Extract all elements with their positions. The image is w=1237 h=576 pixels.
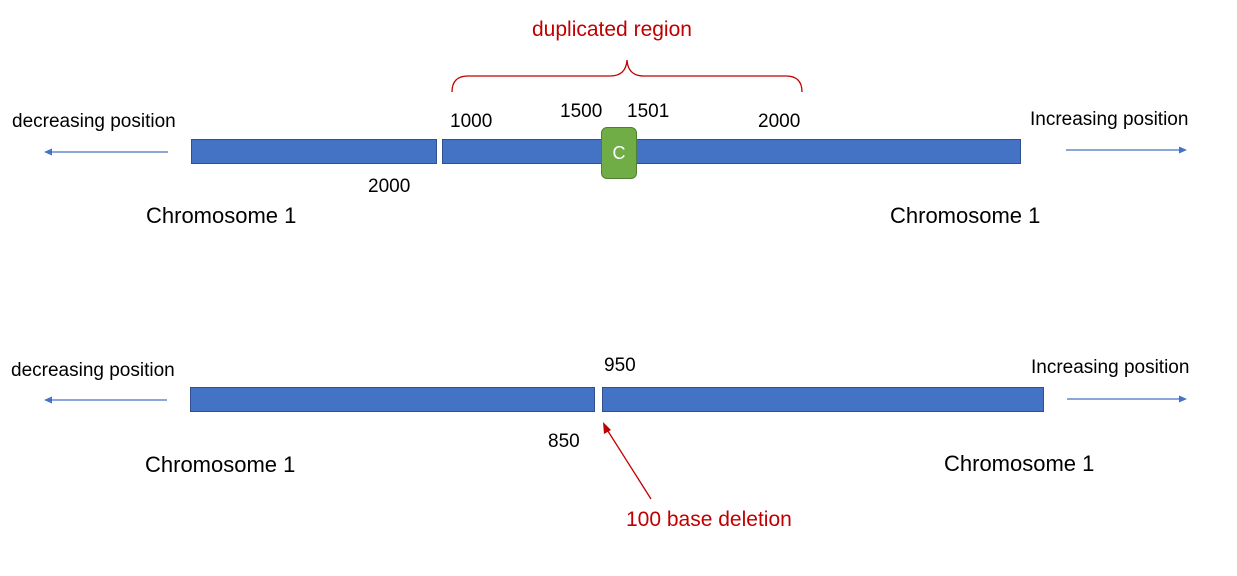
position-2000-top-label: 2000 bbox=[758, 111, 801, 132]
bottom-right-chromosome-label: Chromosome 1 bbox=[944, 451, 1095, 476]
junction-2000-label: 2000 bbox=[368, 176, 411, 197]
top-right-direction-label: Increasing position bbox=[1030, 109, 1189, 130]
duplicated-region-brace bbox=[451, 59, 803, 93]
bottom-left-chromosome-bar bbox=[190, 387, 595, 412]
top-left-direction-label: decreasing position bbox=[12, 111, 176, 132]
deletion-label: 100 base deletion bbox=[626, 508, 792, 531]
position-950-label: 950 bbox=[604, 355, 636, 376]
position-1501-label: 1501 bbox=[627, 101, 670, 122]
top-left-arrow-icon bbox=[44, 148, 168, 156]
top-right-arrow-icon bbox=[1066, 146, 1187, 154]
bottom-right-direction-label: Increasing position bbox=[1031, 357, 1190, 378]
deletion-arrow-icon bbox=[603, 422, 652, 500]
top-left-chromosome-bar bbox=[191, 139, 437, 164]
top-right-chromosome-bar bbox=[442, 139, 1021, 164]
bottom-left-chromosome-label: Chromosome 1 bbox=[145, 452, 296, 477]
bottom-right-chromosome-bar bbox=[602, 387, 1044, 412]
position-1500-label: 1500 bbox=[560, 101, 603, 122]
duplicated-region-label: duplicated region bbox=[532, 18, 692, 41]
position-1000-label: 1000 bbox=[450, 111, 493, 132]
position-850-label: 850 bbox=[548, 431, 580, 452]
top-left-chromosome-label: Chromosome 1 bbox=[146, 203, 297, 228]
bottom-left-arrow-icon bbox=[44, 396, 167, 404]
top-right-chromosome-label: Chromosome 1 bbox=[890, 203, 1041, 228]
bottom-right-arrow-icon bbox=[1067, 395, 1187, 403]
bottom-left-direction-label: decreasing position bbox=[11, 360, 175, 381]
snp-marker: C bbox=[601, 127, 637, 179]
